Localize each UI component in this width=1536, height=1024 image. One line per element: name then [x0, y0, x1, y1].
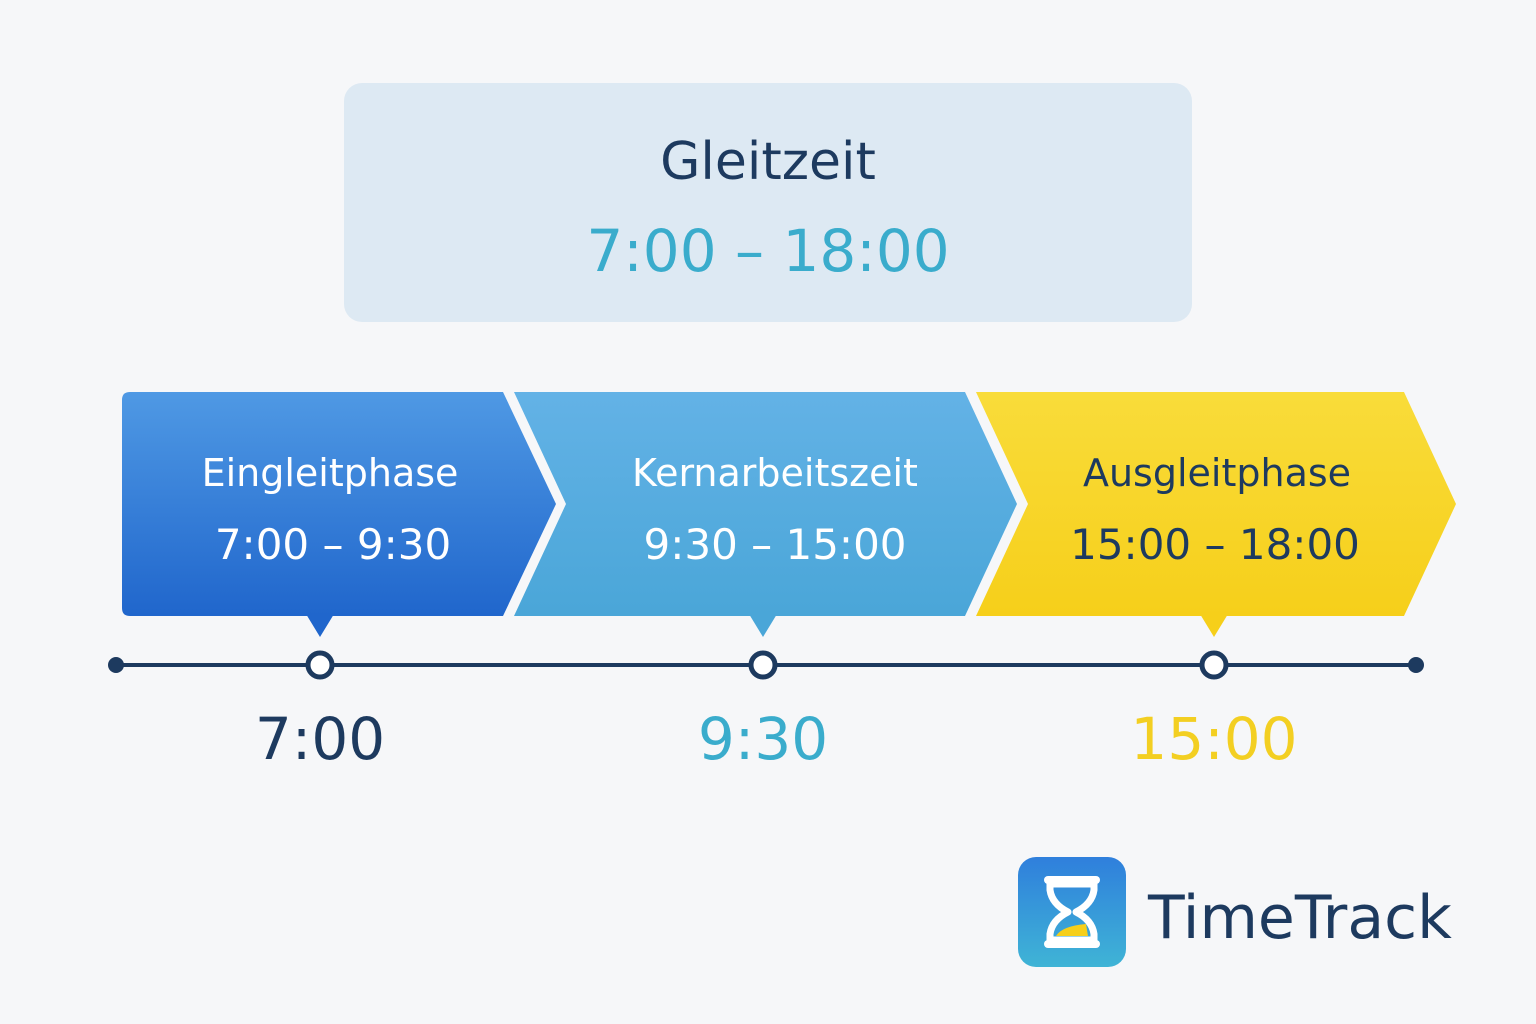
phase-block-kernarbeitszeit: [514, 392, 1017, 616]
timeline-marker-7: [305, 650, 335, 680]
phase-name-3: Ausgleitphase: [1082, 451, 1352, 495]
summary-range: 7:00 – 18:00: [586, 217, 950, 285]
phase-pointer-3: [1200, 614, 1228, 637]
timeline-start-dot: [108, 657, 124, 673]
phase-block-ausgleitphase: [976, 392, 1456, 616]
tick-label-3: 15:00: [1130, 705, 1298, 773]
phase-time-3: 15:00 – 18:00: [1070, 520, 1360, 569]
hourglass-icon: [1018, 857, 1126, 967]
phase-block-eingleitphase: [122, 392, 556, 616]
summary-title: Gleitzeit: [660, 132, 876, 192]
timeline-marker-15: [1199, 650, 1229, 680]
phase-time-2: 9:30 – 15:00: [643, 520, 907, 569]
phase-pointer-1: [306, 614, 334, 637]
timeline-end-dot: [1408, 657, 1424, 673]
phase-name-1: Eingleitphase: [201, 451, 459, 495]
timeline-marker-930: [748, 650, 778, 680]
brand-name: TimeTrack: [1148, 883, 1452, 953]
tick-label-1: 7:00: [254, 705, 386, 773]
gleitzeit-summary-card: Gleitzeit 7:00 – 18:00: [344, 83, 1192, 322]
tick-label-2: 9:30: [697, 705, 829, 773]
phase-name-2: Kernarbeitszeit: [632, 451, 918, 495]
phase-time-1: 7:00 – 9:30: [214, 520, 452, 569]
phase-pointer-2: [749, 614, 777, 637]
